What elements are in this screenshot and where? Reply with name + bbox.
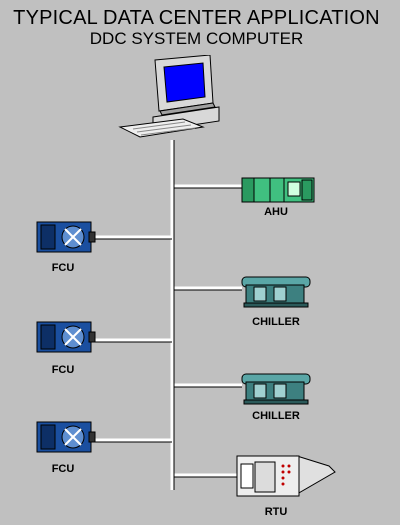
ahu-label: AHU bbox=[264, 206, 288, 218]
fcu-3-label: FCU bbox=[51, 463, 75, 475]
ahu-icon bbox=[241, 177, 315, 203]
fcu-icon bbox=[36, 321, 96, 353]
chiller-icon bbox=[241, 276, 311, 308]
diagram-subtitle: DDC SYSTEM COMPUTER bbox=[89, 29, 304, 48]
computer-icon bbox=[118, 55, 220, 138]
chiller-icon bbox=[241, 373, 311, 405]
fcu-1-label: FCU bbox=[51, 262, 75, 274]
diagram-title: TYPICAL DATA CENTER APPLICATION bbox=[13, 7, 380, 29]
rtu-icon bbox=[236, 455, 336, 497]
rtu-label: RTU bbox=[264, 506, 288, 518]
fcu-icon bbox=[36, 421, 96, 453]
chiller-1-label: CHILLER bbox=[252, 316, 300, 328]
fcu-2-label: FCU bbox=[51, 364, 75, 376]
fcu-icon bbox=[36, 221, 96, 253]
chiller-2-label: CHILLER bbox=[252, 410, 300, 422]
